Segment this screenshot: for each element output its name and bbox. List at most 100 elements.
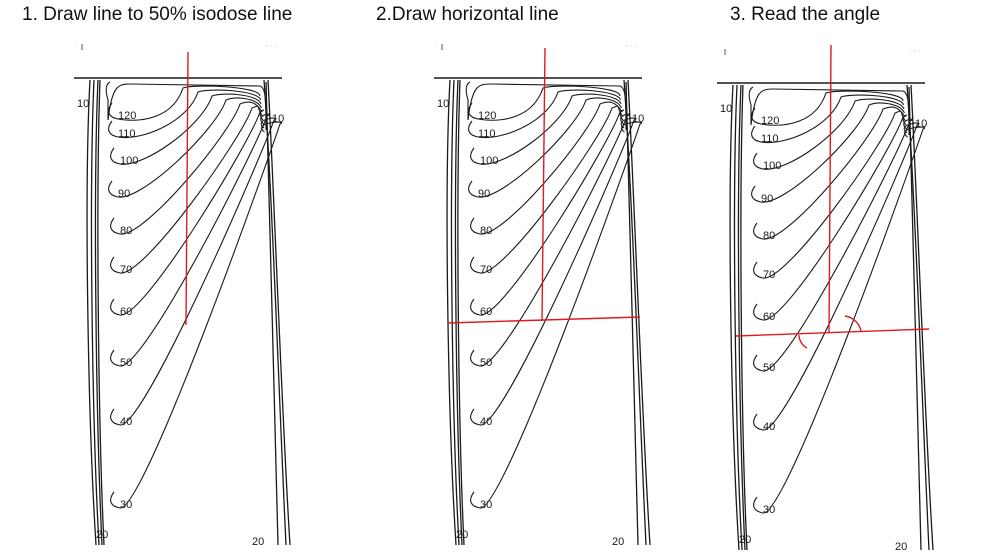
angle-arc-right bbox=[844, 315, 862, 332]
isodose-curve bbox=[753, 106, 906, 240]
edge-label-top-right: 10 bbox=[272, 113, 284, 125]
isodose-label: 100 bbox=[120, 155, 138, 167]
right-edge-curve bbox=[267, 79, 291, 546]
isodose-label: 80 bbox=[763, 230, 775, 242]
isodose-label: 40 bbox=[480, 416, 492, 428]
edge-label-top-right: 10 bbox=[632, 113, 644, 125]
isodose-curve bbox=[751, 90, 904, 126]
construction-lines bbox=[185, 51, 189, 326]
isodose-label: 90 bbox=[761, 193, 773, 205]
left-edge-curve bbox=[740, 84, 748, 551]
isodose-label: 100 bbox=[480, 155, 498, 167]
left-edge-curve bbox=[737, 84, 746, 551]
isodose-label: 80 bbox=[480, 225, 492, 237]
left-edge-curve bbox=[94, 79, 103, 546]
inner-boundary-curve bbox=[105, 81, 267, 131]
isodose-curve bbox=[468, 85, 621, 121]
edge-label-top-right: 10 bbox=[915, 118, 927, 130]
isodose-curve bbox=[468, 89, 622, 139]
left-edge-curve bbox=[90, 79, 100, 546]
construction-lines bbox=[735, 44, 930, 349]
right-edge-curve bbox=[910, 84, 934, 551]
isodose-label: 110 bbox=[478, 128, 496, 140]
top-left-tick-mark: ˑ ‖ bbox=[76, 43, 84, 52]
isodose-label: 120 bbox=[761, 115, 779, 127]
edge-label-bottom-right: 20 bbox=[895, 541, 907, 553]
right-edge-curve bbox=[625, 81, 639, 546]
isodose-curve bbox=[470, 121, 643, 509]
left-edge-curve bbox=[733, 84, 743, 551]
isodose-curve bbox=[110, 93, 262, 165]
vertical-red-line bbox=[541, 47, 546, 322]
isodose-label: 30 bbox=[480, 499, 492, 511]
isodose-curve bbox=[751, 94, 905, 144]
step-3-title: 3. Read the angle bbox=[730, 4, 881, 25]
isodose-curve bbox=[110, 105, 263, 274]
edge-label-bottom-left: 20 bbox=[739, 534, 751, 546]
horizontal-red-line bbox=[447, 316, 641, 324]
isodose-curve bbox=[753, 98, 905, 170]
step-1-title: 1. Draw line to 50% isodose line bbox=[22, 4, 293, 25]
isodose-curve bbox=[470, 117, 637, 426]
isodose-label: 110 bbox=[118, 128, 136, 140]
top-left-tick-mark: ˑ ‖ bbox=[719, 48, 727, 57]
isodose-curve bbox=[753, 114, 907, 321]
edge-label-top-left: 10 bbox=[437, 98, 449, 110]
isodose-label: 40 bbox=[120, 416, 132, 428]
inner-boundary-curve bbox=[748, 86, 910, 136]
isodose-label: 50 bbox=[480, 357, 492, 369]
isodose-label: 60 bbox=[763, 311, 775, 323]
edge-label-bottom-left: 20 bbox=[96, 529, 108, 541]
isodose-curve bbox=[753, 126, 926, 514]
top-left-tick-mark: ˑ ‖ bbox=[436, 43, 444, 52]
isodose-curve bbox=[110, 121, 283, 509]
inner-boundary-curve bbox=[465, 81, 627, 131]
isodose-label: 60 bbox=[480, 306, 492, 318]
isodose-curve bbox=[753, 122, 920, 431]
horizontal-red-line bbox=[735, 328, 930, 337]
vertical-red-line bbox=[185, 51, 189, 326]
edge-label-top-left: 10 bbox=[77, 98, 89, 110]
angle-arc-left bbox=[798, 334, 808, 349]
isodose-label: 120 bbox=[118, 110, 136, 122]
isodose-curve bbox=[753, 110, 906, 279]
right-edge-curve bbox=[908, 86, 922, 551]
left-edge-curve bbox=[450, 79, 460, 546]
isodose-curve bbox=[110, 109, 264, 316]
isodose-curve bbox=[468, 97, 623, 198]
isodose-label: 50 bbox=[120, 357, 132, 369]
isodose-label: 60 bbox=[120, 306, 132, 318]
left-edge-curve bbox=[97, 79, 105, 546]
left-edge-curve bbox=[446, 79, 457, 546]
isodose-curve bbox=[470, 109, 624, 316]
isodose-label: 30 bbox=[763, 504, 775, 516]
right-edge-curve bbox=[627, 79, 651, 546]
isodose-label: 120 bbox=[478, 110, 496, 122]
isodose-curve bbox=[108, 97, 263, 198]
top-right-tick-mark: ˑ ˑ ˑ bbox=[626, 43, 637, 52]
isodose-label: 90 bbox=[478, 188, 490, 200]
isodose-curve bbox=[110, 113, 270, 367]
isodose-curve bbox=[110, 117, 277, 426]
isodose-label: 80 bbox=[120, 225, 132, 237]
isodose-label: 70 bbox=[480, 264, 492, 276]
isodose-curve bbox=[108, 85, 261, 121]
edge-label-bottom-left: 20 bbox=[456, 529, 468, 541]
isodose-curve bbox=[470, 113, 630, 367]
edge-label-bottom-right: 20 bbox=[252, 536, 264, 548]
isodose-curve bbox=[110, 101, 263, 235]
construction-lines bbox=[447, 47, 641, 324]
isodose-curve bbox=[753, 118, 913, 372]
step-2-title: 2.Draw horizontal line bbox=[376, 4, 559, 25]
vertical-red-line bbox=[828, 44, 832, 334]
isodose-curve bbox=[108, 89, 262, 139]
isodose-label: 70 bbox=[120, 264, 132, 276]
